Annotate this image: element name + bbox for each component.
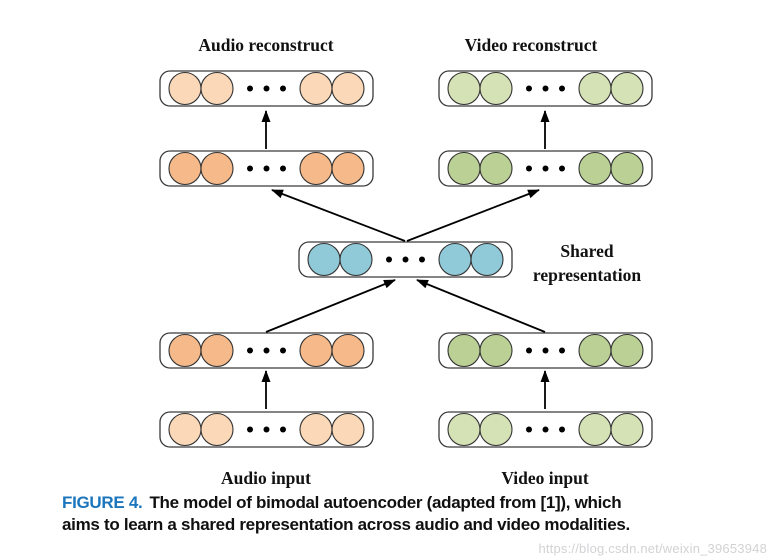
layer-audio-input [159, 411, 374, 448]
ellipsis-dots [526, 85, 565, 92]
node [470, 242, 504, 277]
figure-caption: FIGURE 4. The model of bimodal autoencode… [62, 492, 762, 535]
node [299, 71, 333, 106]
watermark-url: https://blog.csdn.net/weixin_39653948 [538, 541, 767, 556]
audio-input-label: Audio input [221, 468, 311, 488]
audio-reconstruct-label: Audio reconstruct [198, 35, 333, 55]
layer-video-reconstruct [438, 70, 653, 107]
node [331, 412, 365, 447]
node [610, 151, 644, 186]
node [610, 333, 644, 368]
arrow-video-hidden-to-shared [416, 279, 546, 333]
layer-video-hidden-bottom [438, 332, 653, 369]
shared-representation-label-line2: representation [533, 265, 641, 285]
arrow-shared-to-video-hidden [406, 189, 540, 242]
node [447, 71, 481, 106]
node [307, 242, 341, 277]
caption-text-line1: The model of bimodal autoencoder (adapte… [149, 493, 622, 512]
ellipsis-dots [247, 347, 286, 354]
node [578, 412, 612, 447]
video-nodes [447, 71, 644, 106]
layer-audio-reconstruct [159, 70, 374, 107]
autoencoder-diagram: Audio reconstruct Video reconstruct Shar… [159, 35, 653, 488]
node [331, 151, 365, 186]
node [578, 151, 612, 186]
node [200, 333, 234, 368]
layer-video-hidden-top [438, 150, 653, 187]
arrows [261, 110, 550, 409]
audio-nodes [168, 151, 365, 186]
ellipsis-dots [247, 85, 286, 92]
node [610, 71, 644, 106]
node [479, 412, 513, 447]
layer-audio-hidden-top [159, 150, 374, 187]
arrow-audio-hidden-to-shared [265, 279, 396, 333]
node [200, 412, 234, 447]
node [578, 71, 612, 106]
layer-shared-representation [298, 241, 513, 278]
video-nodes [447, 333, 644, 368]
node [168, 71, 202, 106]
node [168, 412, 202, 447]
layer-video-input [438, 411, 653, 448]
shared-nodes [307, 242, 504, 277]
arrow-shared-to-audio-hidden [271, 189, 406, 242]
audio-nodes [168, 333, 365, 368]
node [438, 242, 472, 277]
video-input-label: Video input [501, 468, 589, 488]
node [168, 333, 202, 368]
node [339, 242, 373, 277]
node [168, 151, 202, 186]
ellipsis-dots [247, 165, 286, 172]
figure-number-label: FIGURE 4. [62, 493, 143, 512]
node [331, 333, 365, 368]
node [299, 412, 333, 447]
node [200, 151, 234, 186]
caption-text-line2: aims to learn a shared representation ac… [62, 514, 630, 534]
node [200, 71, 234, 106]
ellipsis-dots [526, 426, 565, 433]
node [447, 333, 481, 368]
video-nodes [447, 151, 644, 186]
ellipsis-dots [526, 347, 565, 354]
ellipsis-dots [386, 256, 425, 263]
node [610, 412, 644, 447]
node [299, 333, 333, 368]
node [447, 151, 481, 186]
video-nodes [447, 412, 644, 447]
video-reconstruct-label: Video reconstruct [465, 35, 598, 55]
audio-nodes [168, 412, 365, 447]
node [479, 71, 513, 106]
node [331, 71, 365, 106]
shared-representation-label-line1: Shared [560, 241, 613, 261]
node [578, 333, 612, 368]
node [479, 333, 513, 368]
ellipsis-dots [526, 165, 565, 172]
node [479, 151, 513, 186]
node [447, 412, 481, 447]
ellipsis-dots [247, 426, 286, 433]
audio-nodes [168, 71, 365, 106]
node [299, 151, 333, 186]
layer-audio-hidden-bottom [159, 332, 374, 369]
